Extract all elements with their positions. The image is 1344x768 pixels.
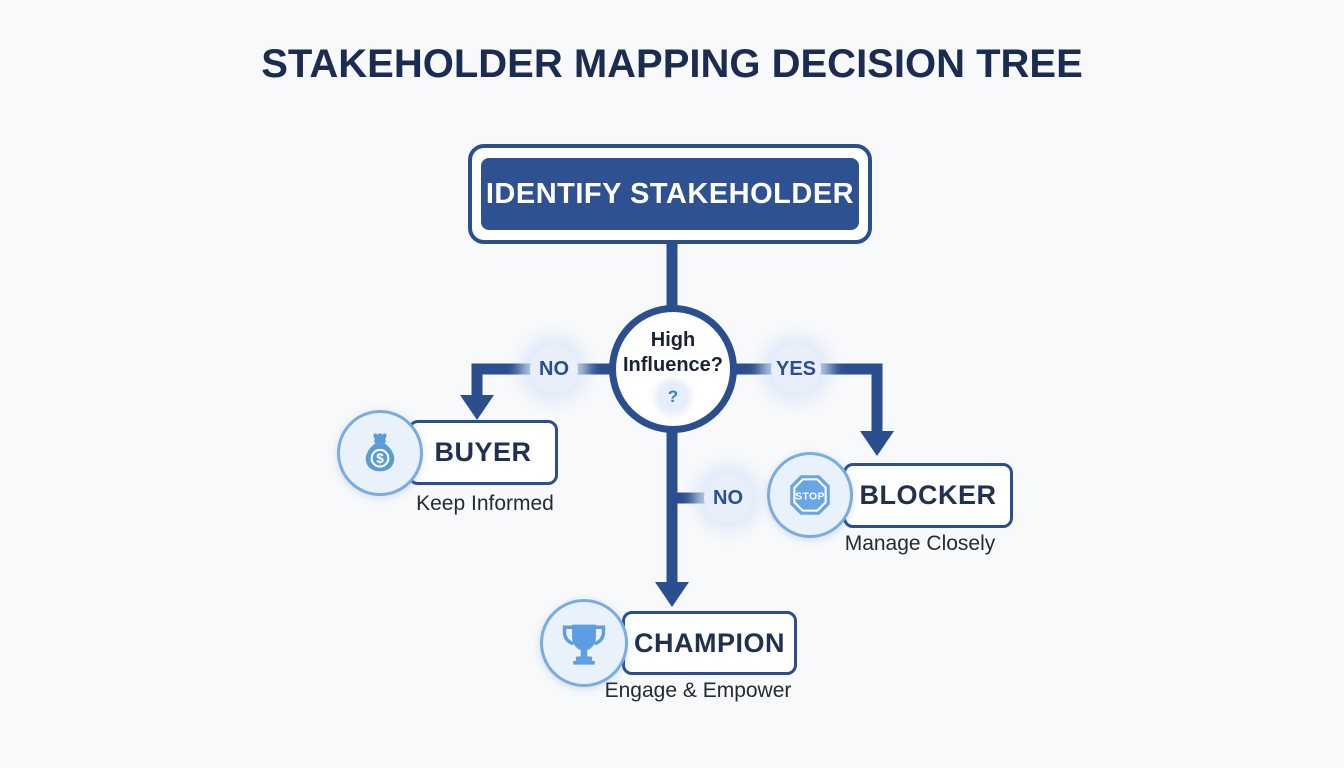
decision-node: High Influence? ? <box>609 305 737 433</box>
blocker-icon-circle: STOP <box>767 452 853 538</box>
branch-label-no-bottom: NO <box>704 474 752 522</box>
root-node-label: IDENTIFY STAKEHOLDER <box>485 177 855 210</box>
node-blocker-label: BLOCKER <box>859 480 997 510</box>
money-bag-icon: $ <box>365 433 395 472</box>
trophy-icon <box>562 624 606 665</box>
stop-sign-icon: STOP <box>790 475 830 515</box>
question-mark-icon: ? <box>659 382 687 411</box>
arrowhead-left <box>460 395 494 420</box>
root-node: IDENTIFY STAKEHOLDER <box>481 158 859 230</box>
arrowhead-right <box>860 431 894 456</box>
node-buyer-label: BUYER <box>434 437 532 467</box>
page-title: STAKEHOLDER MAPPING DECISION TREE <box>261 42 1083 86</box>
node-buyer-sublabel: Keep Informed <box>416 492 554 515</box>
node-blocker: BLOCKER <box>843 463 1013 528</box>
branch-label-yes-right: YES <box>771 345 821 393</box>
buyer-icon-circle: $ <box>337 410 423 496</box>
arrowhead-bottom <box>655 582 689 607</box>
svg-text:$: $ <box>376 451 384 466</box>
node-champion-sublabel: Engage & Empower <box>604 679 792 702</box>
champion-icon-circle <box>540 599 628 687</box>
node-champion-label: CHAMPION <box>634 627 785 658</box>
node-champion: CHAMPION <box>622 611 797 675</box>
node-buyer: BUYER <box>408 420 558 485</box>
branch-label-no-left: NO <box>530 345 578 393</box>
svg-text:STOP: STOP <box>795 491 825 502</box>
decision-question: High Influence? <box>622 328 723 376</box>
node-blocker-sublabel: Manage Closely <box>844 532 996 555</box>
